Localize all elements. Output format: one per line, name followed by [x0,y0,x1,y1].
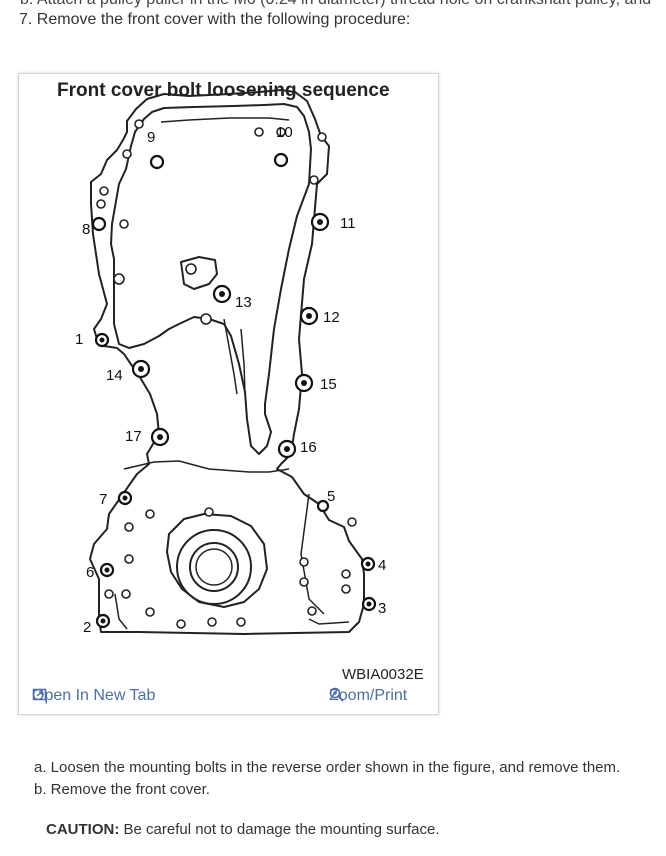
timing-window [180,256,218,290]
bolt-label-2: 2 [83,619,91,636]
bolt-label-4: 4 [378,557,386,574]
instruction-b: b. Remove the front cover. [34,781,210,798]
zoom-print-label: Zoom/Print [329,687,408,704]
cover-outline [89,89,365,635]
figure-code: WBIA0032E [342,666,424,683]
bolt-label-11: 11 [340,215,356,232]
previous-step-text: b. Attach a pulley puller in the M6 (0.2… [20,0,666,9]
bolt-label-6: 6 [86,564,94,581]
bolt-label-3: 3 [378,600,386,617]
instruction-list: a. Loosen the mounting bolts in the reve… [34,757,620,801]
oil-pump-boss [166,513,268,608]
bolt-label-8: 8 [82,221,90,238]
bolt-label-1: 1 [75,331,83,348]
crankshaft-seal-inner [189,542,239,592]
bolt-label-14: 14 [106,367,123,384]
caution-note: CAUTION: Be careful not to damage the mo… [46,821,440,838]
bolt-label-15: 15 [320,376,337,393]
figure-panel: Front cover bolt loosening sequence [18,73,439,715]
bolt-label-13: 13 [235,294,252,311]
open-in-new-tab-label: Open In New Tab [32,687,156,704]
bolt-label-9: 9 [147,129,155,146]
open-in-new-tab-link[interactable]: Open In New Tab [32,687,155,705]
step-heading: 7. Remove the front cover with the follo… [19,11,411,28]
bolt-label-7: 7 [99,491,107,508]
caution-text: Be careful not to damage the mounting su… [119,821,440,838]
crankshaft-seal-outer [176,529,252,605]
zoom-print-link[interactable]: Zoom/Print [329,687,407,705]
bolt-label-17: 17 [125,428,142,445]
figure-title: Front cover bolt loosening sequence [57,80,390,101]
front-cover-diagram: 1 2 3 4 5 6 7 8 9 10 11 12 13 14 15 16 1… [75,89,386,636]
open-new-tab-icon [32,688,47,701]
instruction-a: a. Loosen the mounting bolts in the reve… [34,759,621,776]
magnifier-icon [329,687,344,702]
bolt-label-12: 12 [323,309,340,326]
bolt-label-5: 5 [327,488,335,505]
bolt-label-10: 10 [276,124,293,141]
bolt-label-16: 16 [300,439,317,456]
caution-label: CAUTION: [46,821,120,838]
